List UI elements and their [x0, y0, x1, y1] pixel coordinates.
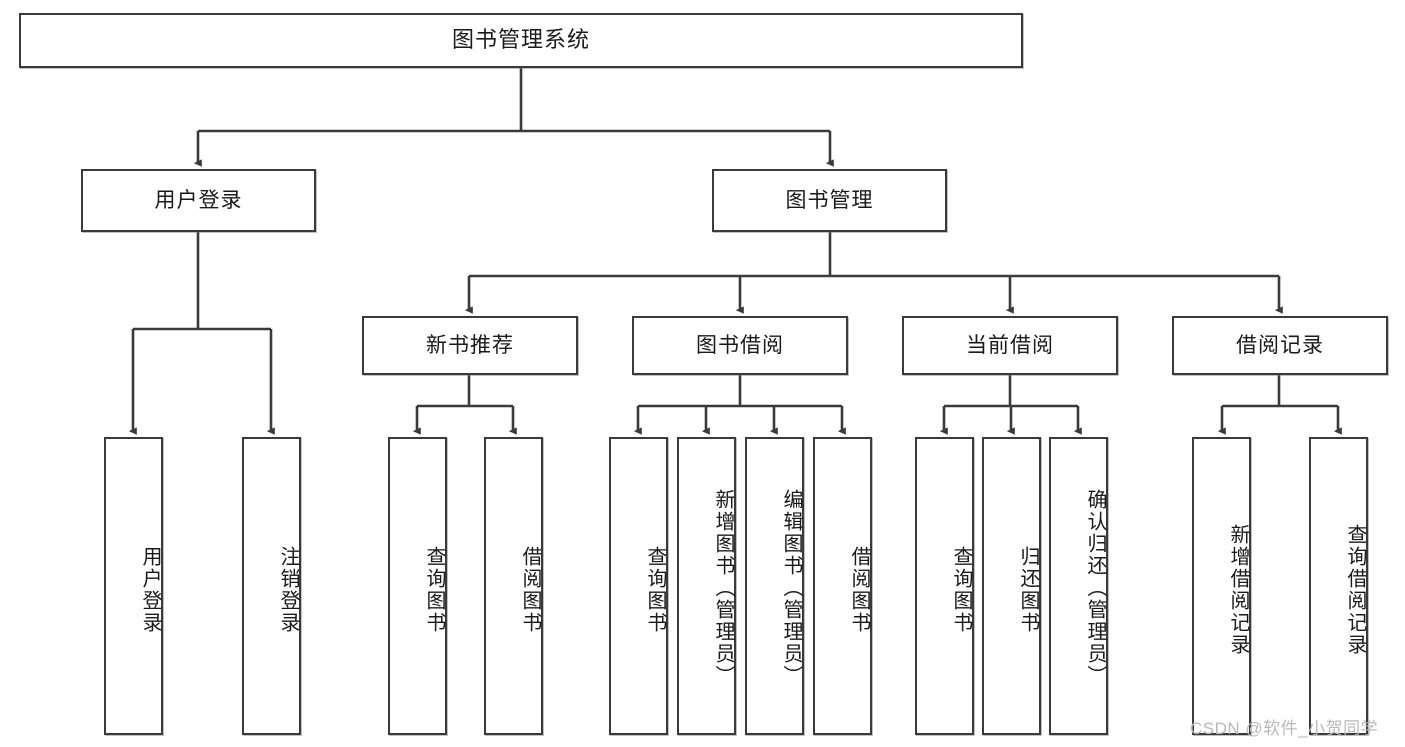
node-book-borrow[interactable]: 图书借阅: [632, 316, 848, 375]
leaf-borrow-edit-book-admin-label: 编辑图书（管理员）: [780, 489, 802, 687]
leaf-record-add-record-label: 新增借阅记录: [1227, 524, 1249, 656]
leaf-record-query-record[interactable]: 查询借阅记录: [1309, 437, 1368, 735]
leaf-current-return-book[interactable]: 归还图书: [982, 437, 1041, 735]
node-root-system-label: 图书管理系统: [451, 27, 590, 53]
leaf-current-confirm-return-admin[interactable]: 确认归还（管理员）: [1049, 437, 1108, 735]
node-new-book-recommend[interactable]: 新书推荐: [362, 316, 578, 375]
leaf-record-query-record-label: 查询借阅记录: [1344, 524, 1366, 656]
node-book-management-label: 图书管理: [785, 188, 874, 212]
node-book-borrow-label: 图书借阅: [696, 333, 784, 357]
leaf-user-login-signin-label: 用户登录: [139, 546, 161, 634]
node-borrow-record-label: 借阅记录: [1236, 333, 1324, 357]
leaf-record-add-record[interactable]: 新增借阅记录: [1192, 437, 1251, 735]
leaf-recommend-query-book[interactable]: 查询图书: [388, 437, 447, 735]
node-current-borrow-label: 当前借阅: [966, 333, 1054, 357]
leaf-user-login-signin[interactable]: 用户登录: [104, 437, 163, 735]
leaf-borrow-borrow-book-label: 借阅图书: [848, 546, 870, 634]
node-user-login[interactable]: 用户登录: [81, 169, 316, 232]
leaf-current-query-book[interactable]: 查询图书: [915, 437, 974, 735]
leaf-borrow-query-book-label: 查询图书: [644, 546, 666, 634]
leaf-current-return-book-label: 归还图书: [1017, 546, 1039, 634]
leaf-borrow-add-book-admin-label: 新增图书（管理员）: [712, 489, 734, 687]
node-current-borrow[interactable]: 当前借阅: [902, 316, 1118, 375]
leaf-recommend-query-book-label: 查询图书: [423, 546, 445, 634]
leaf-user-login-signout-label: 注销登录: [277, 546, 299, 634]
leaf-borrow-query-book[interactable]: 查询图书: [609, 437, 668, 735]
node-new-book-recommend-label: 新书推荐: [426, 333, 514, 357]
leaf-current-query-book-label: 查询图书: [950, 546, 972, 634]
leaf-borrow-edit-book-admin[interactable]: 编辑图书（管理员）: [745, 437, 804, 735]
node-book-management[interactable]: 图书管理: [712, 169, 947, 232]
leaf-borrow-borrow-book[interactable]: 借阅图书: [813, 437, 872, 735]
watermark-csdn: CSDN @软件_小贺同学: [1190, 714, 1378, 739]
leaf-current-confirm-return-admin-label: 确认归还（管理员）: [1084, 489, 1106, 687]
node-user-login-label: 用户登录: [154, 188, 243, 212]
node-root-system[interactable]: 图书管理系统: [19, 13, 1023, 68]
leaf-recommend-borrow-book-label: 借阅图书: [519, 546, 541, 634]
node-borrow-record[interactable]: 借阅记录: [1172, 316, 1388, 375]
leaf-user-login-signout[interactable]: 注销登录: [242, 437, 301, 735]
leaf-recommend-borrow-book[interactable]: 借阅图书: [484, 437, 543, 735]
leaf-borrow-add-book-admin[interactable]: 新增图书（管理员）: [677, 437, 736, 735]
watermark-csdn-text: CSDN @软件_小贺同学: [1190, 719, 1379, 738]
